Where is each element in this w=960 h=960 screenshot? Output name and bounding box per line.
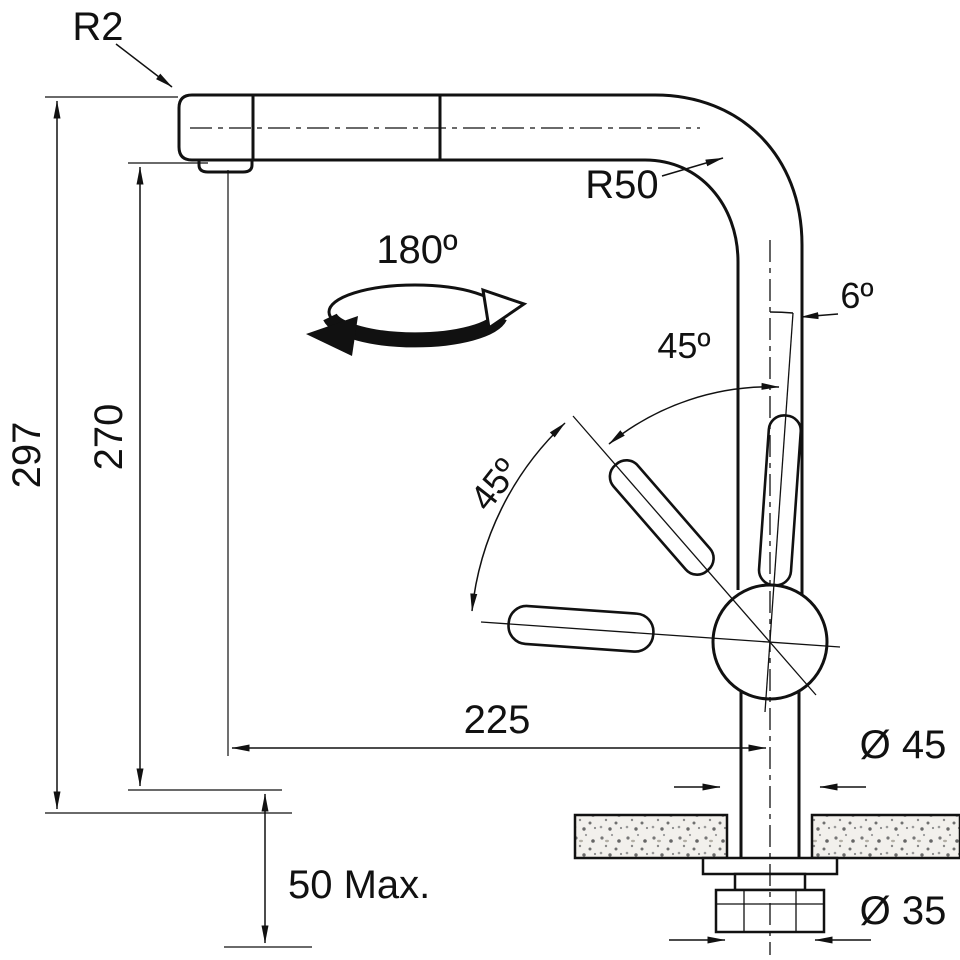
faucet-body-outline (177, 93, 804, 596)
label-max-thickness: 50 Max. (288, 863, 430, 907)
handle-lever-rest (757, 414, 803, 587)
leader-r2 (115, 43, 173, 88)
label-handle-tilt: 6º (840, 275, 873, 316)
centerlines (190, 127, 771, 955)
dimension-labels: R2 297 270 180º R50 6º 45º 45º 225 Ø 45 … (5, 5, 946, 933)
dimension-lines (53, 43, 871, 944)
aerator-outlet (197, 160, 254, 174)
label-total-height: 297 (5, 422, 49, 489)
spout-inner-contour (177, 93, 740, 590)
handle-lever-90 (507, 604, 655, 653)
label-handle-angle-lower: 45º (462, 451, 527, 518)
handle-axis-lines (480, 312, 841, 713)
label-hole-diameter: Ø 35 (860, 889, 947, 933)
label-reach: 225 (464, 698, 531, 742)
rotation-arrow-solid (306, 316, 358, 356)
base-column (739, 690, 801, 858)
swivel-rotation-symbol (306, 283, 528, 356)
arc-45-upper (608, 382, 780, 445)
worktop-section (573, 813, 960, 860)
spout-outer-contour (192, 93, 804, 596)
arc-6deg (769, 311, 794, 314)
arc-45-lower (470, 422, 566, 612)
label-handle-angle-upper: 45º (657, 325, 710, 366)
label-base-diameter: Ø 45 (860, 723, 947, 767)
label-bend-radius: R50 (585, 163, 658, 207)
leader-r50 (661, 157, 724, 177)
label-swivel-angle: 180º (376, 228, 458, 272)
handle-lever-45 (608, 459, 715, 576)
label-radius-top: R2 (72, 5, 123, 49)
handle-positions (507, 414, 803, 653)
label-spout-height: 270 (87, 404, 131, 471)
rotation-arrow-hollow (481, 287, 528, 331)
leader-6deg (800, 312, 839, 320)
extension-lines (45, 96, 312, 948)
worktop-left-slab (573, 813, 729, 860)
worktop-right-slab (810, 813, 960, 860)
